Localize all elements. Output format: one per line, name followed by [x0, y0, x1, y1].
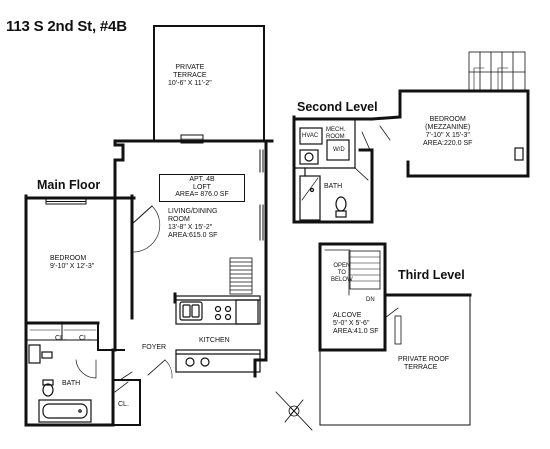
- bedroom-main-name: BEDROOM: [50, 255, 87, 262]
- mech-room-label: MECH. ROOM: [326, 127, 345, 141]
- second-level-label: Second Level: [297, 100, 378, 114]
- open-to-below-line1: OPEN: [333, 263, 351, 269]
- second-level-walls: [292, 89, 530, 224]
- stairs-main: [229, 257, 253, 295]
- hvac-label: HVAC: [302, 133, 319, 139]
- page-title: 113 S 2nd St, #4B: [6, 18, 127, 35]
- bedroom-mezzanine-dims: 7'-10" X 15'-3": [425, 132, 470, 140]
- roof-terrace-line1: PRIVATE ROOF: [398, 356, 450, 363]
- foyer-label: FOYER: [142, 344, 167, 351]
- apartment-type: LOFT: [193, 183, 211, 191]
- kitchen-counter: [175, 295, 261, 373]
- bedroom-mezzanine-area: AREA:220.0 SF: [423, 140, 473, 148]
- alcove-name: ALCOVE: [333, 312, 362, 319]
- compass-icon: [275, 391, 313, 431]
- apartment-number: APT. 4B: [189, 176, 215, 183]
- foyer-closets: [97, 322, 173, 426]
- main-floor-label: Main Floor: [37, 178, 101, 192]
- mech-room-line2: ROOM: [326, 133, 345, 140]
- bath-main: [28, 344, 97, 423]
- private-terrace-label: PRIVATE TERRACE 10'-6" X 11'-2": [168, 64, 212, 88]
- bedroom-main-label: BEDROOM 9'-10" X 12'-3": [50, 255, 94, 271]
- private-terrace-dims: 10'-6" X 11'-2": [168, 80, 212, 88]
- alcove-dims: 5'-0" X 5'-6": [333, 320, 370, 328]
- roof-terrace-label: PRIVATE ROOF TERRACE: [398, 356, 449, 372]
- bedroom-mezzanine-label: BEDROOM (MEZZANINE) 7'-10" X 15'-3" AREA…: [423, 116, 472, 148]
- closet-label-3: CL.: [118, 401, 129, 408]
- closet-label-2: CL.: [79, 335, 90, 342]
- second-level-interior: [293, 119, 524, 221]
- bedroom-main-dims: 9'-10" X 12'-3": [50, 263, 95, 271]
- open-to-below-line3: BELOW: [331, 276, 353, 283]
- third-level-label: Third Level: [398, 268, 465, 282]
- stair-down-label: DN: [366, 297, 375, 303]
- stairs-upper: [468, 51, 526, 93]
- apartment-info-box: APT. 4B LOFT AREA= 876.0 SF: [159, 174, 245, 202]
- bedroom-mezzanine-name: BEDROOM: [429, 116, 466, 123]
- bedroom-mezzanine-name-2: (MEZZANINE): [425, 124, 471, 132]
- kitchen-label: KITCHEN: [199, 337, 230, 344]
- roof-terrace-line2: TERRACE: [404, 364, 438, 372]
- private-terrace-name: PRIVATE TERRACE: [173, 64, 207, 80]
- living-dining-dims: 13'-8" X 15'-2": [168, 224, 213, 232]
- living-dining-area: AREA:615.0 SF: [168, 232, 218, 240]
- bedroom-main-walls: [24, 194, 136, 427]
- alcove-area: AREA:41.0 SF: [333, 328, 379, 336]
- apartment-area: AREA= 876.0 SF: [175, 191, 229, 199]
- alcove-label: ALCOVE 5'-0" X 5'-6" AREA:41.0 SF: [333, 312, 379, 336]
- closet-label-1: CL.: [55, 335, 66, 342]
- living-dining-label: LIVING/DINING ROOM 13'-8" X 15'-2" AREA:…: [168, 208, 217, 240]
- living-dining-name: LIVING/DINING: [168, 208, 218, 215]
- washer-dryer-label: W/D: [333, 147, 345, 153]
- bath-main-label: BATH: [62, 380, 81, 387]
- open-to-below-line2: TO: [337, 269, 346, 276]
- bath-second-label: BATH: [324, 183, 343, 190]
- mech-room-line1: MECH.: [326, 127, 346, 133]
- living-dining-name-2: ROOM: [168, 216, 190, 224]
- open-to-below-label: OPEN TO BELOW: [331, 263, 353, 284]
